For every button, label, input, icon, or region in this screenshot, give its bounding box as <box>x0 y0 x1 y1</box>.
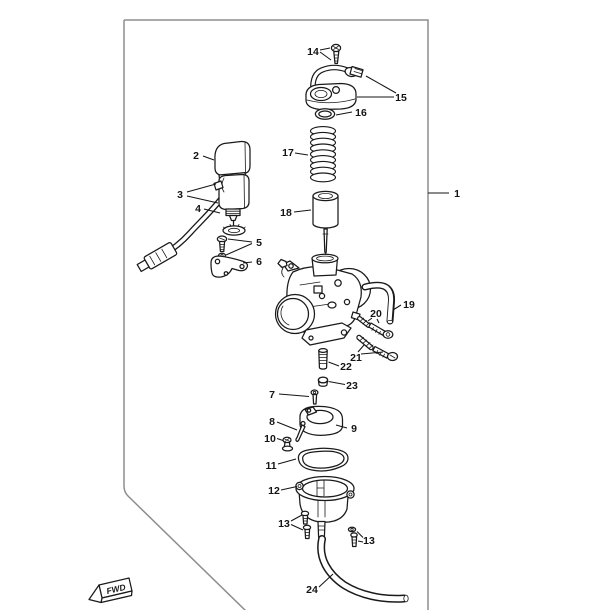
callout-19: 19 <box>403 299 415 311</box>
part-10-screw: 10 <box>264 433 294 452</box>
fwd-label: FWD <box>105 582 126 596</box>
fwd-arrow: FWD <box>88 577 133 604</box>
part-6-bracket: 6 <box>210 255 262 278</box>
part-13-screws-left: 13 <box>278 510 312 540</box>
part-12-float-bowl: 12 <box>268 475 355 538</box>
callout-5: 5 <box>256 237 262 249</box>
part-24-drain-hose: 24 <box>306 535 409 603</box>
callout-13-right: 13 <box>363 535 375 547</box>
callout-23: 23 <box>346 380 358 392</box>
part-3-4-auto-starter: 3 4 <box>136 173 250 273</box>
callout-11: 11 <box>265 460 276 472</box>
part-5-screw-washer: 5 <box>216 235 262 259</box>
callout-7: 7 <box>269 389 275 401</box>
part-8-needle-valve: 8 <box>269 416 306 443</box>
callout-8: 8 <box>269 416 275 428</box>
part-15-fuel-pipe-cover: 15 <box>305 64 407 111</box>
callout-12: 12 <box>268 485 280 497</box>
callout-16: 16 <box>355 107 367 119</box>
part-13-screw-right: 13 <box>347 526 375 548</box>
part-18-vacuum-piston: 18 <box>280 190 339 254</box>
callout-21: 21 <box>350 352 362 364</box>
callout-4: 4 <box>195 203 201 215</box>
callout-22: 22 <box>340 361 352 373</box>
part-20-screw-spring: 20 <box>357 308 394 339</box>
diagram-frame: 1 <box>123 19 460 610</box>
part-14-screw: 14 <box>307 43 342 65</box>
callout-15: 15 <box>395 92 407 104</box>
callout-10: 10 <box>264 433 276 445</box>
part-9-float: 9 <box>299 405 357 436</box>
callout-9: 9 <box>351 423 357 435</box>
callout-17: 17 <box>282 147 294 159</box>
callout-18: 18 <box>280 207 292 219</box>
callout-3: 3 <box>177 189 183 201</box>
part-7-float-pin: 7 <box>269 389 319 405</box>
callout-1: 1 <box>454 188 460 200</box>
part-11-gasket: 11 <box>265 447 349 472</box>
callout-6: 6 <box>256 256 262 268</box>
callout-2: 2 <box>193 150 199 162</box>
part-16-o-ring: 16 <box>314 107 367 120</box>
part-19-vent-hose: 19 <box>361 281 415 325</box>
callout-13-left: 13 <box>278 518 290 530</box>
callout-20: 20 <box>370 308 382 320</box>
part-21-screw-spring: 21 <box>350 334 399 364</box>
callout-14: 14 <box>307 46 319 58</box>
starter-wire-connector <box>136 242 178 273</box>
callout-24: 24 <box>306 584 318 596</box>
part-23-nut: 23 <box>317 376 358 392</box>
part-17-spring: 17 <box>282 126 337 183</box>
part-22-jet-holder: 22 <box>318 347 352 373</box>
carburetor-body <box>274 253 372 346</box>
